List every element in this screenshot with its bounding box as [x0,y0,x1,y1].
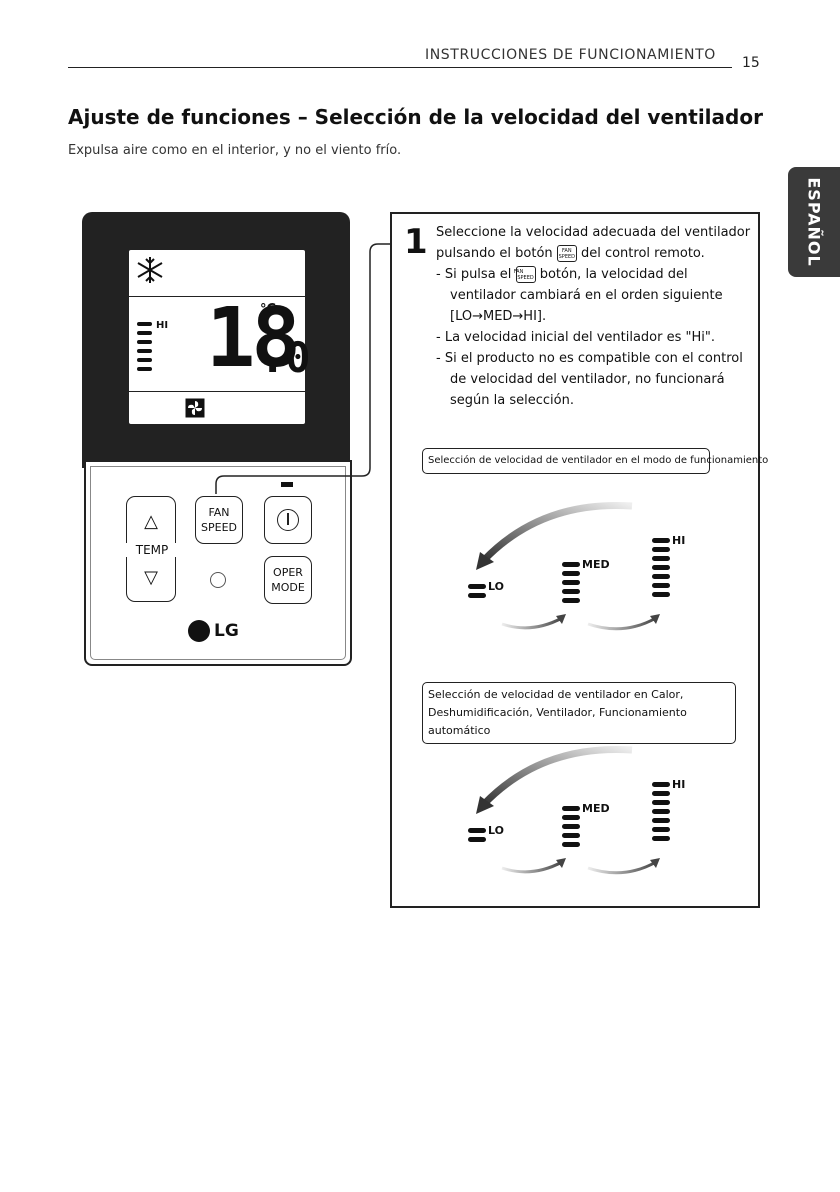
lcd-temperature-digits: 18 [206,291,301,386]
bullet2: - La velocidad inicial del ventilador es… [436,330,715,345]
power-icon [277,509,299,531]
section-subtitle: Expulsa aire como en el interior, y no e… [68,143,402,158]
brand-name: LG [214,621,239,641]
header-section-title: INSTRUCCIONES DE FUNCIONAMIENTO [425,47,716,63]
bullet3: - Si el producto no es compatible con el… [436,351,743,408]
temp-label: TEMP [125,543,179,557]
bullet1-end: botón, la velocidad del ventilador cambi… [450,267,723,324]
lcd-temperature-decimal: .0 [260,333,311,382]
oper-mode-button[interactable]: OPER MODE [264,556,312,604]
page-number: 15 [742,55,760,71]
temp-down-arrow-icon[interactable]: ▽ [144,567,158,588]
diagram1-hi-label: HI [672,534,686,547]
lcd-level-label: HI [156,320,169,331]
cooling-snowflake-icon [137,257,163,283]
diagram2-hi-label: HI [672,778,686,791]
fan-speed-label-line1: FAN [208,506,230,519]
fan-speed-diagram-1 [468,501,670,875]
step-line1: Seleccione la velocidad adecuada del ven… [436,225,751,240]
lg-logo-icon [188,620,210,642]
diagram1-lo-label: LO [488,580,504,593]
power-button[interactable] [264,496,312,544]
lcd-fan-level-bars [137,322,152,376]
brand-logo: LG [188,620,239,642]
diagram2-lo-label: LO [488,824,504,837]
temp-up-arrow-icon[interactable]: △ [144,511,158,532]
fan-icon [185,398,205,418]
instruction-box: 1 Seleccione la velocidad adecuada del v… [390,212,768,908]
section-title: Ajuste de funciones – Selección de la ve… [68,105,763,129]
diagram1-med-label: MED [582,558,610,571]
power-indicator [281,482,293,487]
lcd-temperature-unit: °C [260,302,277,317]
header-rule [68,67,732,68]
lcd-screen: HI 18 °C .0 [129,250,311,424]
diagram2-med-label: MED [582,802,610,815]
oper-mode-label-line1: OPER [273,566,303,579]
step-line2-start: pulsando el botón [436,246,553,261]
diagram1-caption: Selección de velocidad de ventilador en … [422,448,768,474]
fan-speed-label-line2: SPEED [201,521,237,534]
fan-speed-button[interactable]: FAN SPEED [195,496,243,544]
lcd-divider-top [129,296,305,297]
bullet1-start: - Si pulsa el [436,267,512,282]
oper-mode-label-line2: MODE [271,581,305,594]
remote-button-panel: △ TEMP ▽ FAN SPEED OPER MODE LG [84,460,352,666]
lcd-divider-bottom [129,391,305,392]
step-number: 1 [404,222,428,262]
step-line2-end: del control remoto. [580,246,705,261]
receiver-led [210,572,226,588]
temp-rocker-button[interactable]: △ TEMP ▽ [125,496,179,602]
language-tab: ESPAÑOL [788,167,840,277]
remote-display-panel: HI 18 °C .0 [82,212,350,468]
diagram2-caption: Selección de velocidad de ventilador en … [422,682,736,744]
step-instructions: Seleccione la velocidad adecuada del ven… [436,222,752,411]
